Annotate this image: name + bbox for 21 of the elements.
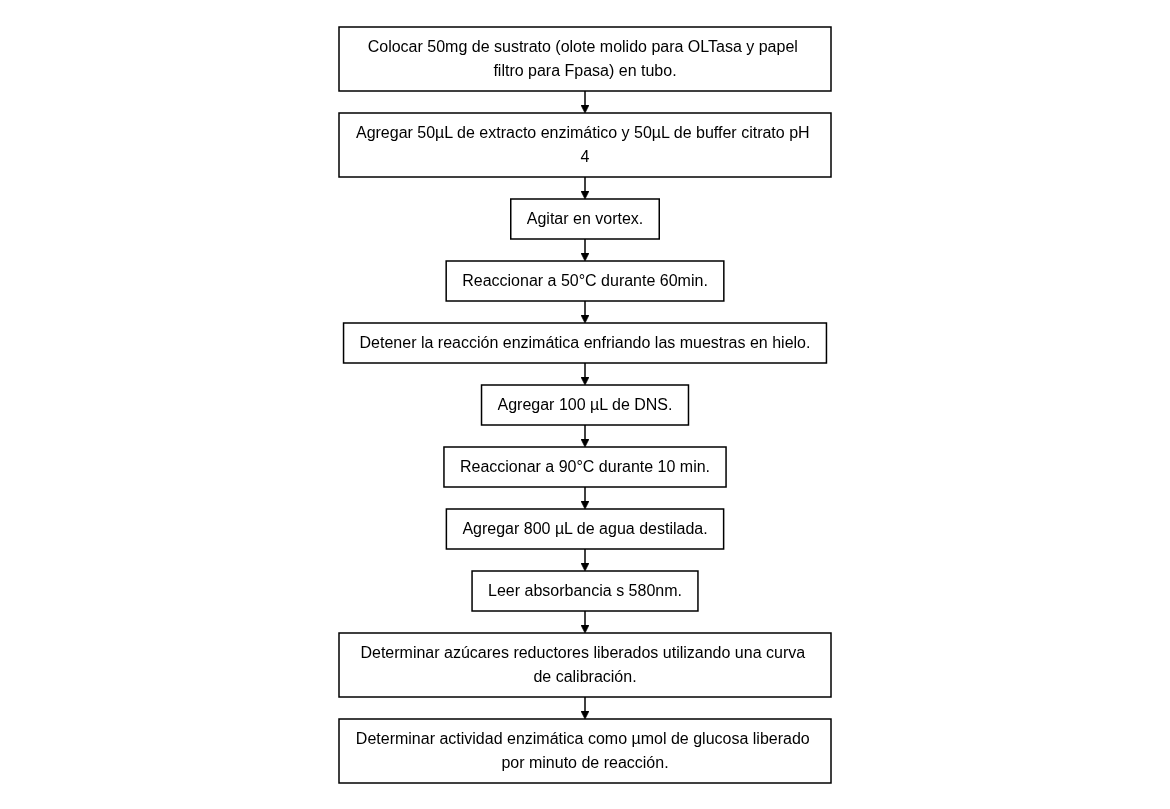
arrow <box>580 299 590 323</box>
node-box: Reaccionar a 90°C durante 10 min. <box>443 445 727 488</box>
node-box: Detener la reacción enzimática enfriando las muestras en hielo. <box>342 321 828 364</box>
node-box: Agregar 50µL de extracto enzimático y 50µL de buffer citrato pH 4 <box>338 111 832 178</box>
node-box: Agitar en vortex. <box>510 197 660 240</box>
node-box: Colocar 50mg de sustrato (olote molido para OLTasa y papel filtro para Fpasa) en tubo. <box>338 25 832 92</box>
arrow <box>580 547 590 571</box>
node-box: Reaccionar a 50°C durante 60min. <box>445 259 725 302</box>
node-box: Leer absorbancia s 580nm. <box>471 569 699 612</box>
arrow <box>580 89 590 113</box>
node-box: Agregar 100 µL de DNS. <box>480 383 690 426</box>
arrow <box>580 175 590 199</box>
node-box: Agregar 800 µL de agua destilada. <box>445 507 725 550</box>
arrow <box>580 423 590 447</box>
node-box: Determinar actividad enzimática como µmol de glucosa liberado por minuto de reacción. <box>338 717 832 784</box>
node-box: Determinar azúcares reductores liberados utilizando una curva de calibración. <box>338 631 832 698</box>
arrow <box>580 361 590 385</box>
arrow <box>580 695 590 719</box>
arrow <box>580 609 590 633</box>
arrow <box>580 485 590 509</box>
arrow <box>580 237 590 261</box>
